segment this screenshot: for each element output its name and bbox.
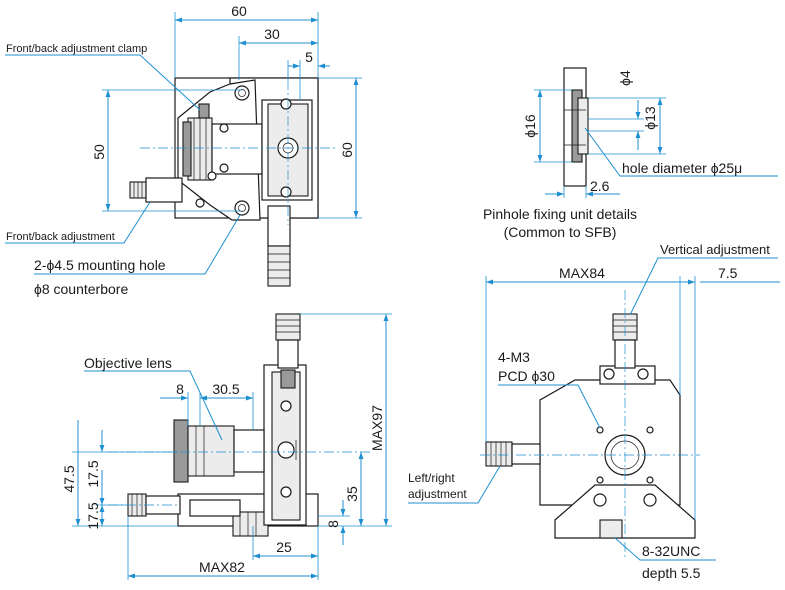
label-objective-lens: Objective lens: [84, 355, 172, 371]
vertical-micrometer-knob: [275, 313, 301, 341]
label-8-32unc: 8-32UNC: [642, 543, 700, 559]
label-left-right-2: adjustment: [408, 487, 467, 501]
dim-35: 35: [344, 486, 360, 502]
label-vertical-adjustment: Vertical adjustment: [660, 242, 770, 257]
front-view: Objective lens 8 30.5 47.5 17.5 17.5 MAX…: [61, 313, 392, 580]
pinhole-title-1: Pinhole fixing unit details: [483, 206, 637, 222]
dim-47-5: 47.5: [61, 465, 77, 492]
label-mounting-hole: 2-ϕ4.5 mounting hole: [34, 257, 166, 273]
label-front-back-adjustment: Front/back adjustment: [6, 231, 115, 243]
dim-max97: MAX97: [369, 405, 385, 451]
label-depth-5-5: depth 5.5: [642, 565, 701, 581]
objective-lens-body: [187, 425, 235, 477]
label-pcd-30: PCD ϕ30: [498, 368, 555, 384]
label-left-right-1: Left/right: [408, 471, 455, 485]
label-front-back-clamp: Front/back adjustment clamp: [6, 43, 147, 55]
left-right-knob: [485, 441, 513, 467]
dim-30-5: 30.5: [212, 381, 239, 397]
top-view: 60 30 5 50 60 Front/back adjustment clam…: [5, 3, 362, 297]
dim-phi13: ϕ13: [642, 106, 658, 130]
label-counterbore: ϕ8 counterbore: [34, 281, 128, 297]
dim-7-5: 7.5: [718, 265, 738, 281]
dim-phi16: ϕ16: [522, 114, 538, 138]
dim-8: 8: [176, 381, 184, 397]
dim-max84: MAX84: [559, 265, 605, 281]
dim-17-5-lower: 17.5: [85, 502, 101, 529]
dim-left-50: 50: [91, 144, 107, 160]
dim-max82: MAX82: [199, 559, 245, 575]
dim-25: 25: [276, 539, 292, 555]
pinhole-title-2: (Common to SFB): [504, 224, 617, 240]
dim-top-60: 60: [231, 3, 247, 19]
bottom-micrometer-knob: [267, 245, 291, 287]
dim-top-30: 30: [264, 26, 280, 42]
mounting-hole-bottom: [234, 200, 250, 216]
dim-phi4: ϕ4: [617, 70, 633, 86]
side-view: MAX84 7.5 Vertical adjustment 4-M3 PCD ϕ…: [408, 242, 780, 581]
label-4-m3: 4-M3: [498, 349, 530, 365]
mounting-hole-top: [234, 85, 250, 101]
dim-2-6: 2.6: [590, 178, 610, 194]
dim-17-5-upper: 17.5: [85, 460, 101, 487]
dim-right-60: 60: [339, 142, 355, 158]
label-hole-diameter: hole diameter ϕ25μ: [622, 160, 742, 176]
pinhole-detail: ϕ16 ϕ4 ϕ13 2.6 hole diameter ϕ25μ Pinhol…: [483, 67, 778, 240]
dim-top-5: 5: [305, 49, 313, 65]
dim-8-base: 8: [325, 520, 341, 528]
